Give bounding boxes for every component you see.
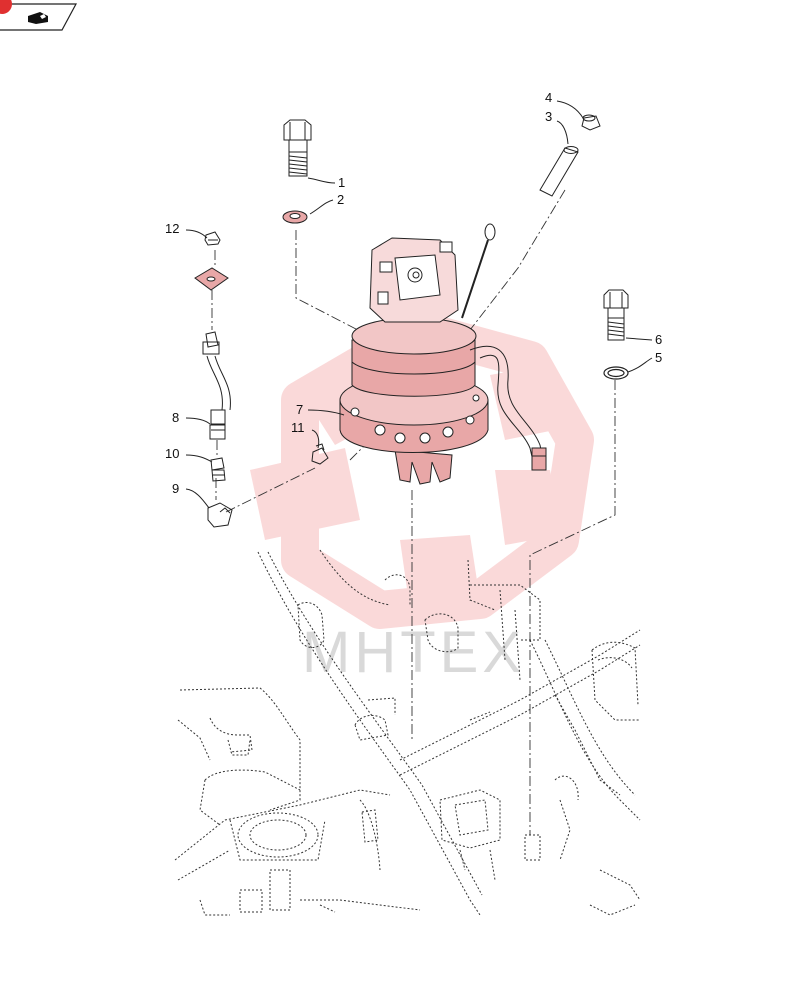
callout-12: 12 bbox=[165, 221, 179, 236]
washer-part-2[interactable] bbox=[282, 210, 308, 224]
callout-4: 4 bbox=[545, 90, 552, 105]
ring-part-5[interactable] bbox=[603, 366, 629, 380]
callout-5: 5 bbox=[655, 350, 662, 365]
assembly-center-lines bbox=[211, 189, 616, 835]
adapter-part-10[interactable] bbox=[210, 457, 226, 482]
book-arrow-icon bbox=[28, 12, 48, 24]
back-to-index-button[interactable] bbox=[0, 0, 80, 32]
callout-7: 7 bbox=[296, 402, 303, 417]
bolt-part-1[interactable] bbox=[283, 119, 312, 177]
hose-part-8[interactable] bbox=[202, 331, 231, 440]
callout-6: 6 bbox=[655, 332, 662, 347]
bolt-part-6[interactable] bbox=[603, 289, 629, 341]
upper-frame-outline bbox=[174, 549, 641, 916]
callout-11: 11 bbox=[291, 420, 305, 435]
elbow-part-9[interactable] bbox=[207, 502, 233, 528]
callout-1: 1 bbox=[338, 175, 345, 190]
status-dot-icon bbox=[0, 0, 12, 14]
tube-part-3[interactable] bbox=[539, 146, 579, 197]
callout-9: 9 bbox=[172, 481, 179, 496]
fitting-part-12[interactable] bbox=[204, 231, 221, 246]
gasket-plate[interactable] bbox=[194, 267, 229, 291]
watermark-text: MHTEX bbox=[302, 620, 525, 685]
callout-2: 2 bbox=[337, 192, 344, 207]
swing-motor-part-7[interactable] bbox=[339, 223, 547, 485]
callout-3: 3 bbox=[545, 109, 552, 124]
cap-part-4[interactable] bbox=[581, 114, 601, 131]
callout-10: 10 bbox=[165, 446, 179, 461]
fitting-part-11[interactable] bbox=[311, 443, 329, 465]
callout-8: 8 bbox=[172, 410, 179, 425]
callout-labels: 1 2 3 4 5 6 7 8 9 10 11 12 bbox=[165, 90, 662, 509]
